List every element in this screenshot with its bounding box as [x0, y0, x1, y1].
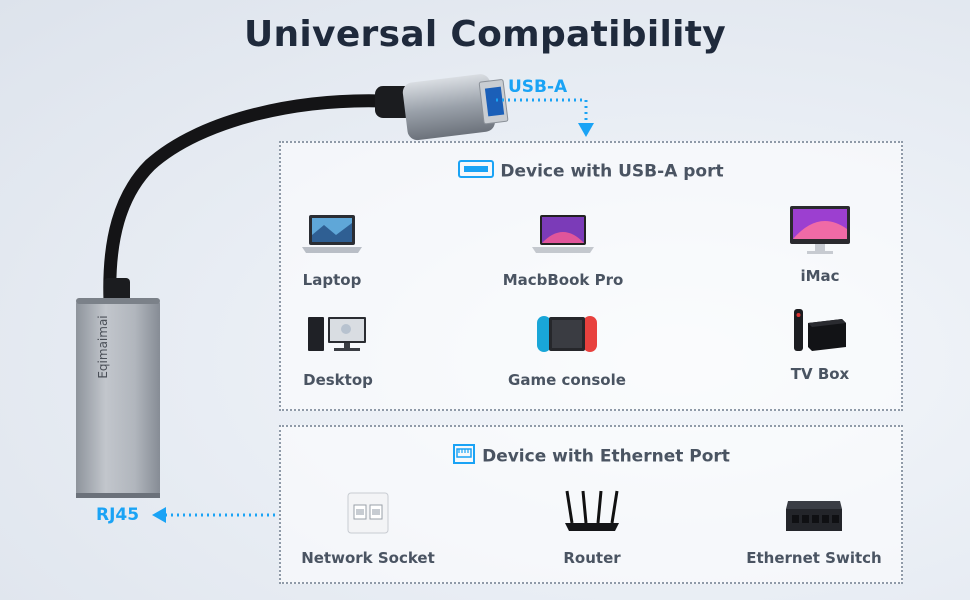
adapter-brand: Eqimaimai	[96, 315, 110, 379]
page-title: Universal Compatibility	[243, 14, 727, 55]
device-label: Game console	[508, 371, 626, 389]
device-macbook-pro: MacbBook Pro	[488, 207, 638, 289]
device-ethernet-switch: Ethernet Switch	[739, 487, 889, 567]
ethernet-switch-icon	[739, 487, 889, 535]
device-label: Laptop	[302, 271, 362, 289]
ethernet-device-panel: Device with Ethernet Port Network Socket…	[279, 425, 903, 584]
device-label: Desktop	[303, 371, 373, 389]
device-label: Router	[563, 549, 621, 567]
ethernet-panel-heading-text: Device with Ethernet Port	[482, 446, 730, 467]
cable	[103, 94, 412, 307]
device-network-socket: Network Socket	[293, 487, 443, 567]
network-socket-icon	[293, 487, 443, 535]
usb-arrow-line	[496, 98, 588, 125]
device-router: Router	[517, 487, 667, 567]
usb-device-panel: Device with USB-A port Laptop MacbBook P…	[279, 141, 903, 411]
tv-box-icon	[745, 305, 895, 353]
rj45-label: RJ45	[96, 505, 140, 525]
imac-icon	[745, 203, 895, 255]
device-desktop: Desktop	[263, 307, 413, 389]
usb-a-plug	[402, 74, 509, 141]
device-laptop: Laptop	[257, 207, 407, 289]
router-icon	[517, 487, 667, 535]
device-label: TV Box	[790, 365, 850, 383]
adapter-body	[76, 278, 160, 498]
device-label: Network Socket	[301, 549, 435, 567]
laptop-icon	[257, 207, 407, 255]
desktop-icon	[263, 307, 413, 355]
game-console-icon	[492, 307, 642, 355]
device-label: Ethernet Switch	[746, 549, 882, 567]
device-label: MacbBook Pro	[502, 271, 624, 289]
device-label: iMac	[800, 267, 840, 285]
usb-a-label: USB-A	[508, 77, 568, 97]
usb-panel-heading: Device with USB-A port	[281, 159, 901, 184]
usb-port-icon	[458, 159, 495, 184]
device-tv-box: TV Box	[745, 305, 895, 383]
usb-panel-heading-text: Device with USB-A port	[500, 161, 724, 182]
device-imac: iMac	[745, 203, 895, 285]
ethernet-panel-heading: Device with Ethernet Port	[281, 443, 901, 470]
device-game-console: Game console	[492, 307, 642, 389]
macbook-icon	[488, 207, 638, 255]
usb-arrow-head	[578, 123, 594, 137]
rj45-arrow-head	[152, 507, 166, 523]
ethernet-port-icon	[452, 443, 476, 470]
